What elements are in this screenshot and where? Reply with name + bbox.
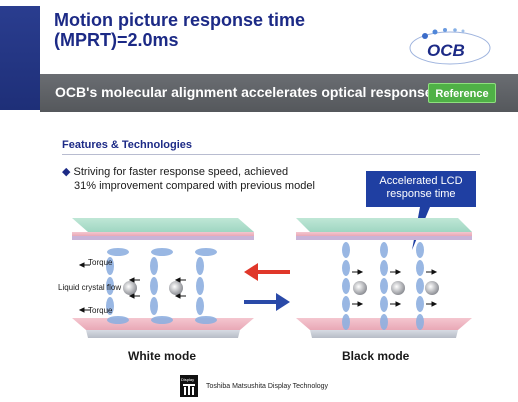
title-line-1: Motion picture response time — [54, 10, 306, 30]
rotation-ball-right-1 — [353, 281, 367, 295]
footer-company-name: Toshiba Matsushita Display Technology — [206, 383, 329, 390]
caption-black-mode: Black mode — [342, 349, 410, 363]
callout-line-1: Accelerated LCD — [379, 175, 463, 187]
section-divider — [62, 154, 480, 155]
rotation-ball-left-1 — [123, 281, 137, 295]
flow-arrows-left — [78, 262, 186, 313]
top-glass-plate-left — [72, 218, 254, 232]
page-title: Motion picture response time (MPRT)=2.0m… — [54, 10, 394, 50]
bottom-glass-plate-right — [310, 330, 458, 338]
rotation-ball-right-2 — [391, 281, 405, 295]
callout-box: Accelerated LCD response time — [366, 171, 476, 207]
reference-button[interactable]: Reference — [428, 83, 496, 103]
flow-arrows-right — [352, 269, 438, 307]
diamond-bullet-icon: ◆ — [62, 166, 71, 178]
feature-bullet: ◆ Striving for faster response speed, ac… — [62, 165, 362, 193]
title-line-2: (MPRT)=2.0ms — [54, 30, 179, 50]
transition-arrow-left — [244, 263, 290, 281]
bullet-line-2: 31% improvement compared with previous m… — [74, 180, 315, 192]
label-torque-top: Torque — [88, 258, 113, 267]
company-logo: Display — [180, 375, 198, 397]
top-alignment-layer-right — [296, 232, 472, 236]
transition-arrow-right — [244, 293, 290, 311]
top-glass-plate-right — [296, 218, 472, 232]
section-heading: Features & Technologies — [62, 139, 192, 151]
bottom-glass-plate-left — [86, 330, 240, 338]
lc-molecules-right — [342, 242, 424, 330]
label-torque-bottom: Torque — [88, 306, 113, 315]
label-liquid-crystal-flow: Liquid crystal flow — [58, 283, 122, 292]
header-band — [0, 0, 518, 74]
left-accent-tab — [0, 6, 40, 110]
company-logo-text: Display — [181, 377, 194, 382]
ocb-logo: OCB — [405, 22, 495, 72]
black-mode-cell — [296, 218, 472, 338]
top-alignment-layer-left — [72, 232, 254, 236]
subtitle-text: OCB's molecular alignment accelerates op… — [55, 84, 433, 100]
caption-white-mode: White mode — [128, 349, 196, 363]
rotation-ball-left-2 — [169, 281, 183, 295]
ocb-logo-text: OCB — [427, 41, 465, 60]
callout-line-2: response time — [386, 188, 456, 200]
rotation-ball-right-3 — [425, 281, 439, 295]
bullet-line-1: Striving for faster response speed, achi… — [73, 166, 289, 178]
white-mode-cell — [72, 218, 254, 338]
lc-molecules-left — [106, 248, 217, 324]
